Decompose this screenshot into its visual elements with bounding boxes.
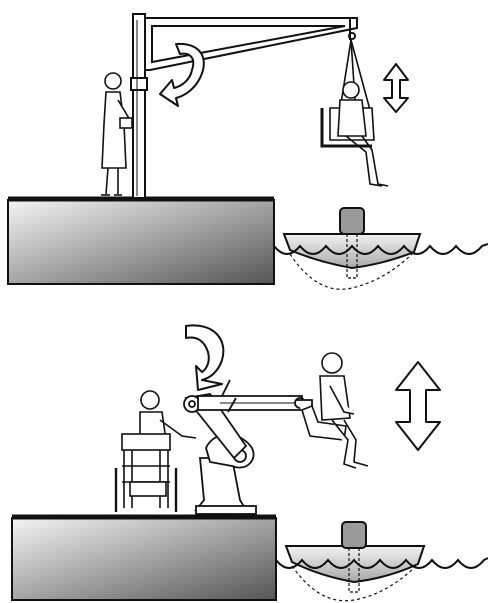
articulated-arm-lift [184, 380, 312, 514]
wheelchair-person [116, 391, 196, 512]
dock-bottom [12, 517, 276, 600]
bottom-panel [12, 325, 488, 600]
boat-top [284, 208, 420, 289]
sling-passenger-top [322, 40, 388, 186]
dock-top [8, 199, 274, 284]
vertical-arrow-icon [396, 362, 440, 450]
top-panel [8, 14, 488, 289]
jib-crane [131, 14, 357, 198]
rotation-arrow-icon [186, 325, 223, 390]
vertical-arrow-icon [384, 64, 408, 112]
lift-seat-passenger [302, 353, 368, 468]
standing-operator [101, 73, 132, 195]
